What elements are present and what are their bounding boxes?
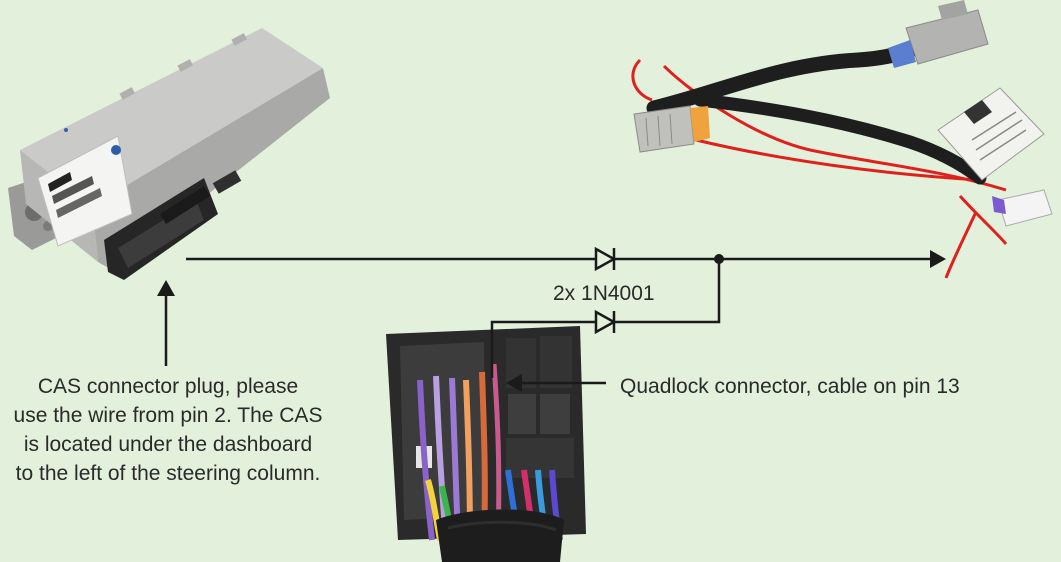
cas-label-line: use the wire from pin 2. The CAS [13, 404, 323, 427]
quadlock-connector-photo [386, 326, 586, 562]
diode-upper [594, 246, 617, 272]
cas-label-line: to the left of the steering column. [15, 462, 321, 485]
cas-label-line: CAS connector plug, please [37, 375, 299, 398]
junction-dot [714, 254, 724, 264]
harness-photo [631, 0, 1053, 279]
diode-label: 2x 1N4001 [553, 282, 655, 305]
cas-connector-label: CAS connector plug, please use the wire … [0, 372, 336, 488]
cas-arrowhead [157, 280, 175, 296]
quadlock-arrowhead [506, 374, 522, 392]
diode-lower [594, 309, 617, 335]
cas-module-photo [8, 28, 330, 280]
harness-arrowhead [930, 250, 946, 268]
quadlock-connector-label: Quadlock connector, cable on pin 13 [620, 375, 960, 398]
cas-label-line: is located under the dashboard [23, 433, 313, 456]
